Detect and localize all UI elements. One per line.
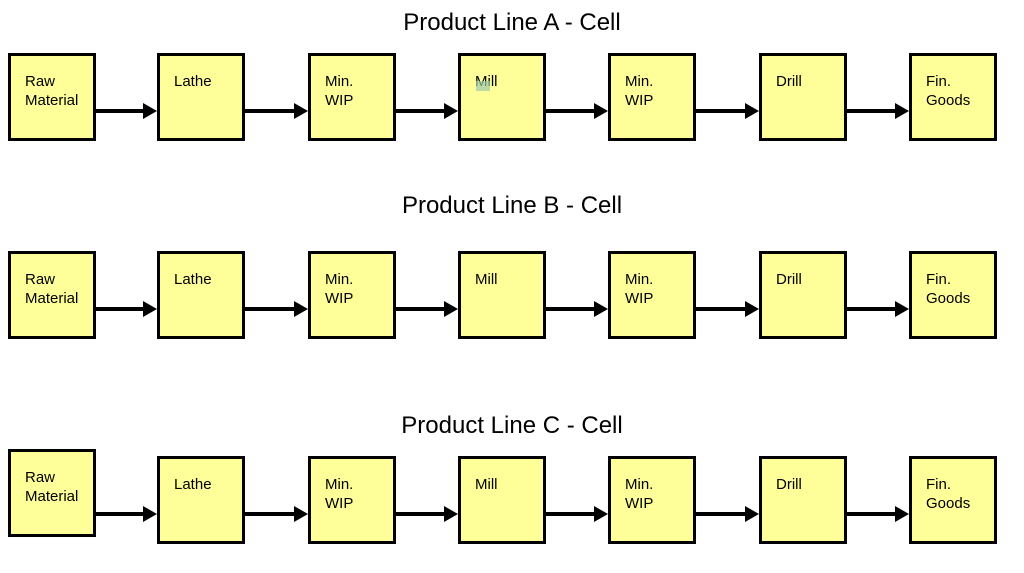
flow-arrow	[847, 301, 909, 317]
product-line-c-title: Product Line C - Cell	[401, 412, 623, 439]
arrow-shaft	[96, 307, 145, 311]
arrow-head	[143, 301, 157, 317]
flow-arrow	[696, 103, 759, 119]
flow-arrow	[546, 103, 608, 119]
process-node-box: Fin. Goods	[909, 456, 997, 544]
flow-arrow	[546, 506, 608, 522]
flow-arrow	[847, 103, 909, 119]
product-line-a-title: Product Line A - Cell	[403, 9, 621, 36]
arrow-head	[594, 103, 608, 119]
process-node-box: Drill	[759, 456, 847, 544]
arrow-head	[444, 506, 458, 522]
arrow-shaft	[396, 307, 446, 311]
process-node-label: Drill	[776, 271, 802, 288]
arrow-shaft	[96, 109, 145, 113]
flow-arrow	[96, 103, 157, 119]
arrow-head	[594, 301, 608, 317]
flow-arrow	[396, 103, 458, 119]
arrow-head	[594, 506, 608, 522]
flow-arrow	[396, 506, 458, 522]
flow-arrow	[245, 103, 308, 119]
arrow-head	[895, 103, 909, 119]
arrow-shaft	[396, 512, 446, 516]
process-node-label: Fin. Goods	[926, 271, 971, 307]
process-node-label: Drill	[776, 476, 802, 493]
arrow-head	[294, 103, 308, 119]
flow-arrow	[245, 301, 308, 317]
arrow-shaft	[696, 512, 747, 516]
arrow-shaft	[396, 109, 446, 113]
process-node-label: Drill	[776, 73, 802, 90]
process-node-label: Min. WIP	[625, 271, 654, 307]
process-node-label: Raw Material	[25, 73, 79, 109]
flow-arrow	[546, 301, 608, 317]
flow-arrow	[696, 301, 759, 317]
process-node-box: Raw Material	[8, 449, 96, 537]
arrow-shaft	[696, 109, 747, 113]
process-node-box: Min. WIP	[608, 456, 696, 544]
arrow-shaft	[546, 109, 596, 113]
process-node-box: Drill	[759, 251, 847, 339]
process-node-box: Min. WIP	[308, 456, 396, 544]
arrow-shaft	[546, 512, 596, 516]
arrow-shaft	[245, 307, 296, 311]
arrow-shaft	[847, 307, 897, 311]
process-node-box: Min. WIP	[608, 251, 696, 339]
process-node-box: Min. WIP	[608, 53, 696, 141]
process-node-box: Min. WIP	[308, 251, 396, 339]
process-node-label: Fin. Goods	[926, 73, 971, 109]
arrow-shaft	[245, 512, 296, 516]
process-node-box: Lathe	[157, 456, 245, 544]
arrow-head	[745, 301, 759, 317]
arrow-shaft	[847, 109, 897, 113]
product-line-b-title: Product Line B - Cell	[401, 192, 623, 219]
process-node-box: Mill	[458, 456, 546, 544]
arrow-shaft	[847, 512, 897, 516]
arrow-head	[143, 103, 157, 119]
flow-arrow	[396, 301, 458, 317]
process-node-label: Raw Material	[25, 271, 79, 307]
text-selection-highlight	[476, 81, 490, 91]
flow-arrow	[96, 506, 157, 522]
process-node-box: Fin. Goods	[909, 251, 997, 339]
process-node-box: Raw Material	[8, 53, 96, 141]
arrow-shaft	[546, 307, 596, 311]
arrow-head	[143, 506, 157, 522]
process-node-box: Lathe	[157, 251, 245, 339]
process-node-label: Mill	[475, 271, 498, 288]
process-node-box: Mill	[458, 251, 546, 339]
arrow-head	[294, 301, 308, 317]
process-node-label: Min. WIP	[325, 476, 354, 512]
process-node-box: Drill	[759, 53, 847, 141]
process-node-label: Min. WIP	[625, 73, 654, 109]
arrow-head	[895, 506, 909, 522]
arrow-head	[745, 103, 759, 119]
process-node-label: Lathe	[174, 271, 212, 288]
process-node-label: Mill	[475, 476, 498, 493]
arrow-head	[294, 506, 308, 522]
process-node-label: Fin. Goods	[926, 476, 971, 512]
process-node-label: Raw Material	[25, 469, 79, 505]
process-node-box: Raw Material	[8, 251, 96, 339]
arrow-head	[895, 301, 909, 317]
arrow-shaft	[245, 109, 296, 113]
arrow-shaft	[696, 307, 747, 311]
arrow-shaft	[96, 512, 145, 516]
flow-arrow	[245, 506, 308, 522]
flow-arrow	[847, 506, 909, 522]
process-node-label: Lathe	[174, 73, 212, 90]
flow-arrow	[96, 301, 157, 317]
arrow-head	[444, 103, 458, 119]
process-node-label: Min. WIP	[625, 476, 654, 512]
process-node-label: Min. WIP	[325, 73, 354, 109]
process-node-label: Min. WIP	[325, 271, 354, 307]
process-node-box: Lathe	[157, 53, 245, 141]
process-node-label: Lathe	[174, 476, 212, 493]
process-node-box: Fin. Goods	[909, 53, 997, 141]
arrow-head	[745, 506, 759, 522]
process-node-box: Min. WIP	[308, 53, 396, 141]
flow-arrow	[696, 506, 759, 522]
arrow-head	[444, 301, 458, 317]
process-node-box: Mill	[458, 53, 546, 141]
